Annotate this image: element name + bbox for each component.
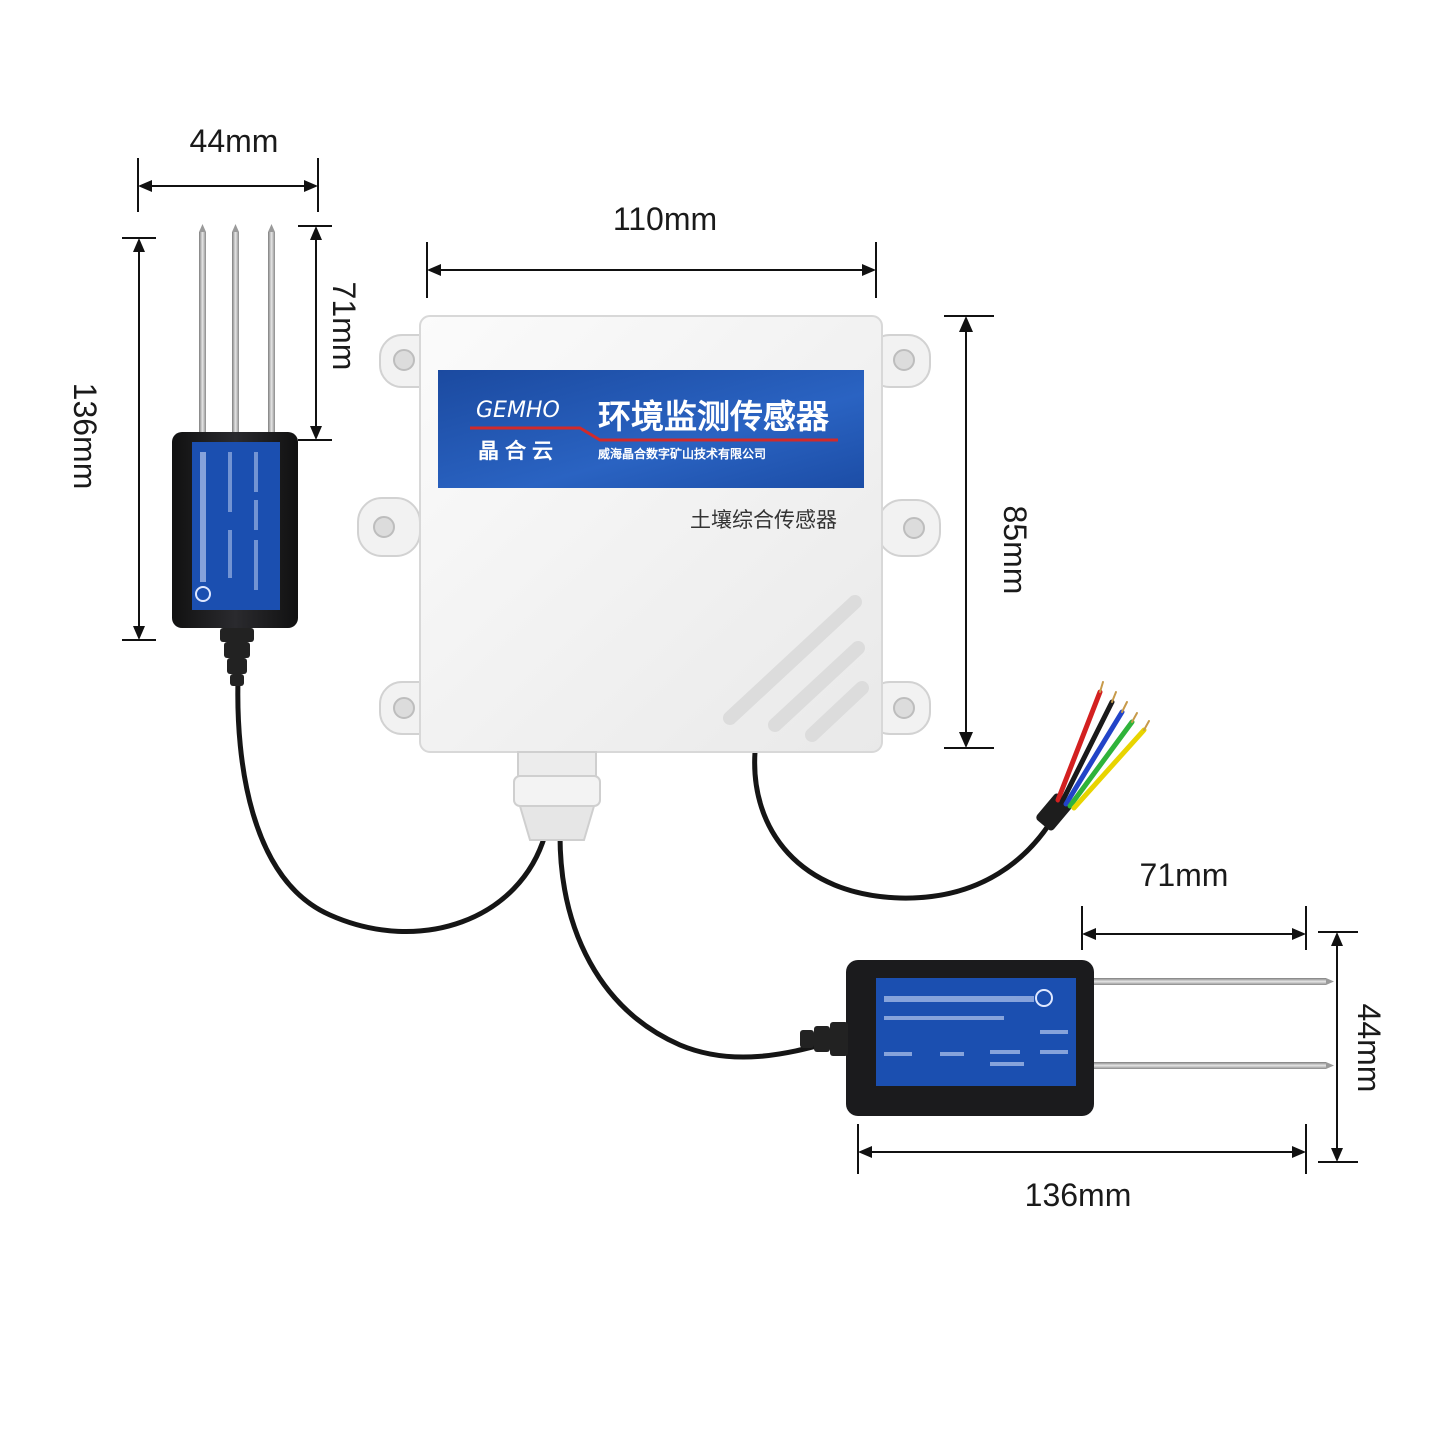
probe-pins: [199, 224, 275, 434]
soil-probe-vertical: [172, 224, 298, 686]
cable-to-vertical-probe: [235, 677, 548, 935]
probe-pins-horizontal: [1094, 978, 1334, 1069]
label-vertical-probe-pin: 71mm: [326, 282, 362, 371]
output-wires: [1036, 681, 1150, 831]
probe-label-marks-horizontal: [884, 996, 1068, 1066]
vent-ribs: [723, 595, 869, 742]
enclosure: GEMHO 晶合云 环境监测传感器 威海晶合数字矿山技术有限公司 土壤综合传感器: [357, 315, 941, 841]
model-name: 土壤综合传感器: [690, 508, 837, 532]
wire-red: [1055, 689, 1103, 803]
brand-english: GEMHO: [476, 398, 560, 423]
probe-label-marks: [195, 452, 258, 602]
label-vertical-probe-length: 136mm: [67, 383, 103, 490]
dim-horizontal-probe-pin: [1081, 906, 1307, 950]
cables: [235, 677, 1061, 1060]
dim-vertical-probe-width: [137, 158, 319, 212]
dim-enclosure-height: [944, 315, 994, 749]
dim-vertical-probe-pin: [298, 225, 332, 441]
product-title: 环境监测传感器: [598, 397, 830, 436]
probe-label: [192, 442, 280, 610]
enclosure-label: GEMHO 晶合云 环境监测传感器 威海晶合数字矿山技术有限公司: [438, 370, 864, 488]
dim-vertical-probe-length: [122, 237, 156, 641]
dimension-labels: 44mm 136mm 71mm 110mm 85mm 71mm 136mm 44…: [67, 123, 1387, 1213]
dimension-lines: [122, 158, 1358, 1174]
dim-enclosure-width: [426, 242, 877, 298]
probe-logo-icon: [195, 586, 211, 602]
label-red-stripe: [470, 426, 838, 442]
screw-holes: [373, 349, 925, 719]
wire-green: [1067, 719, 1135, 809]
label-horizontal-probe-length: 136mm: [1025, 1177, 1132, 1213]
company-name: 威海晶合数字矿山技术有限公司: [598, 446, 766, 461]
soil-probe-horizontal: [800, 960, 1334, 1116]
probe-strain-relief-horizontal: [800, 1022, 848, 1056]
wire-black: [1059, 699, 1115, 805]
label-horizontal-probe-pin: 71mm: [1140, 857, 1229, 893]
output-cable: [752, 749, 1061, 901]
cable-gland: [513, 751, 601, 841]
cable-to-horizontal-probe: [557, 832, 843, 1060]
dim-horizontal-probe-length: [857, 1124, 1307, 1174]
dim-horizontal-probe-width: [1318, 931, 1358, 1163]
label-enclosure-height: 85mm: [997, 506, 1033, 595]
wire-blue: [1063, 709, 1125, 807]
label-horizontal-probe-width: 44mm: [1351, 1004, 1387, 1093]
brand-chinese: 晶合云: [478, 439, 559, 463]
label-vertical-probe-width: 44mm: [190, 123, 279, 159]
label-enclosure-width: 110mm: [613, 201, 717, 237]
wire-yellow: [1071, 727, 1147, 811]
wire-tips: [1099, 681, 1150, 731]
probe-strain-relief: [220, 628, 254, 686]
probe-logo-icon-horizontal: [1035, 989, 1053, 1007]
